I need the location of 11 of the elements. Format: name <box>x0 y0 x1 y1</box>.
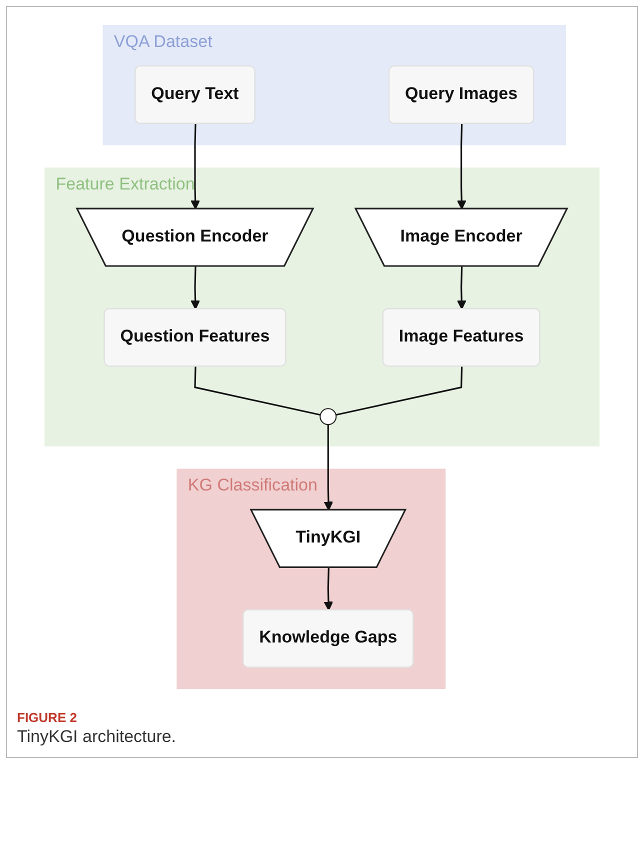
arrow <box>324 424 334 511</box>
arrow <box>190 124 200 210</box>
arrow <box>456 266 466 310</box>
arrow <box>190 266 200 310</box>
connector <box>194 366 321 416</box>
node-circle <box>320 408 337 426</box>
figure-number: FIGURE 2 <box>17 710 77 725</box>
arrow <box>456 124 466 210</box>
caption: TinyKGI architecture. <box>17 727 176 747</box>
connector <box>336 366 463 416</box>
arrow <box>324 568 334 611</box>
